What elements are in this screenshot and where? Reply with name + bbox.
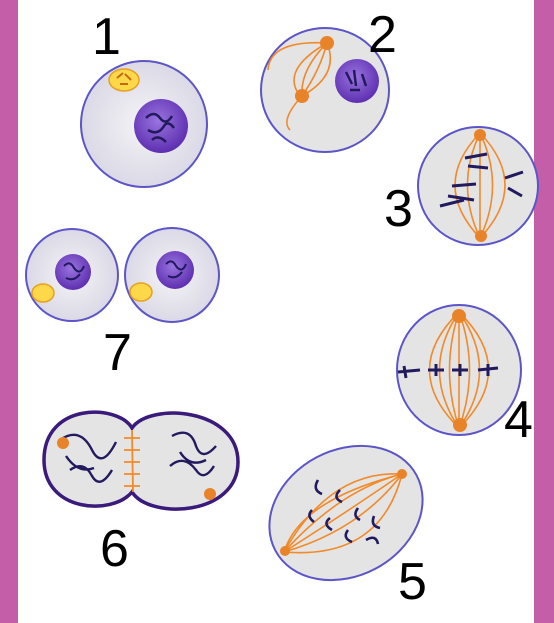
centrosome [280, 546, 290, 556]
stage-number-3: 3 [384, 180, 413, 238]
centrosome [452, 309, 466, 323]
centrosome [453, 418, 467, 432]
nucleus [55, 254, 91, 290]
stage-number-4: 4 [504, 391, 533, 449]
cell-membrane [418, 127, 538, 245]
centrosome [295, 89, 309, 103]
centrosome [320, 36, 334, 50]
centriole-pair [109, 69, 139, 91]
stage-number-5: 5 [398, 553, 427, 611]
nucleus [335, 59, 379, 103]
centriole-pair [32, 284, 54, 302]
stage-number-2: 2 [368, 6, 397, 64]
centrosome [57, 437, 69, 449]
nucleus [134, 99, 188, 153]
stage-number-7: 7 [103, 324, 132, 382]
nucleus [156, 251, 194, 289]
centrosome [474, 129, 486, 141]
centrosome [204, 488, 216, 500]
centrosome [397, 469, 407, 479]
centriole-pair [130, 283, 152, 301]
stage-number-6: 6 [100, 520, 129, 578]
centrosome [475, 230, 487, 242]
stage-number-1: 1 [92, 8, 121, 66]
